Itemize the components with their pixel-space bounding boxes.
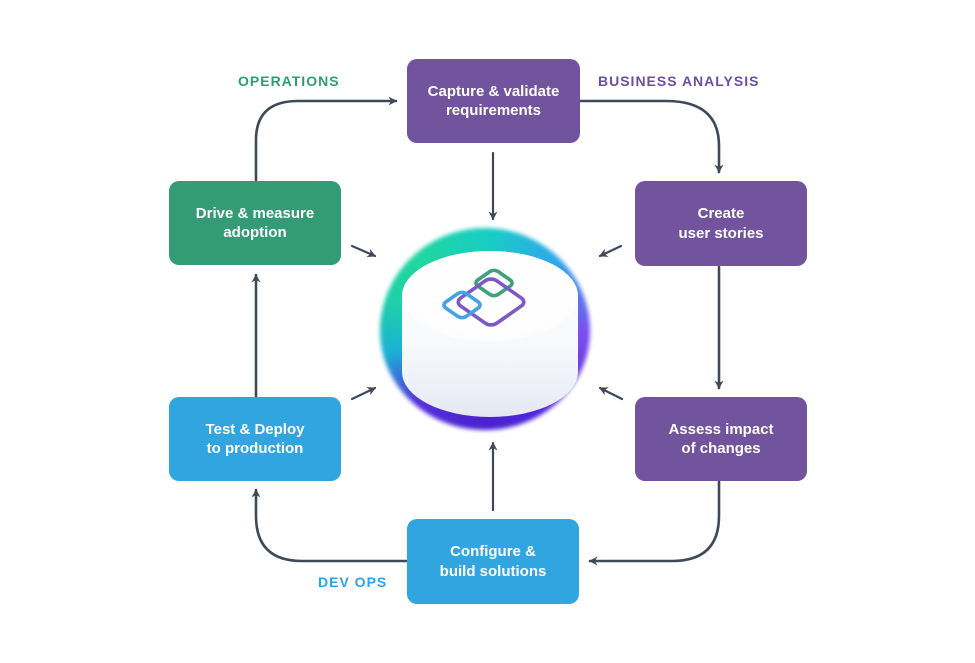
logo-square-blue	[441, 291, 482, 320]
arrow-drive-to-capture	[254, 96, 398, 183]
zone-label-dev-ops: DEV OPS	[318, 574, 388, 590]
overlapping-squares-icon	[441, 269, 527, 328]
arrow-test-to-hub	[350, 386, 377, 401]
platform-cylinder	[402, 251, 578, 417]
logo-square-green	[473, 269, 514, 298]
zone-label-business-analysis: BUSINESS ANALYSIS	[598, 73, 760, 89]
arrow-capture-to-create	[578, 99, 724, 174]
arrow-configure-to-test	[251, 488, 409, 563]
arrow-assess-to-configure	[588, 479, 721, 566]
arrow-drive-to-hub	[350, 244, 377, 258]
zone-label-operations: OPERATIONS	[238, 73, 340, 89]
arrow-assess-to-hub	[598, 386, 624, 401]
platform-hub	[378, 226, 592, 432]
logo-square-purple	[455, 277, 527, 327]
node-label: Configure &build solutions	[439, 543, 547, 580]
arrow-create-to-hub	[598, 244, 623, 258]
node-configure-build-solutions: Configure &build solutions	[407, 519, 579, 604]
